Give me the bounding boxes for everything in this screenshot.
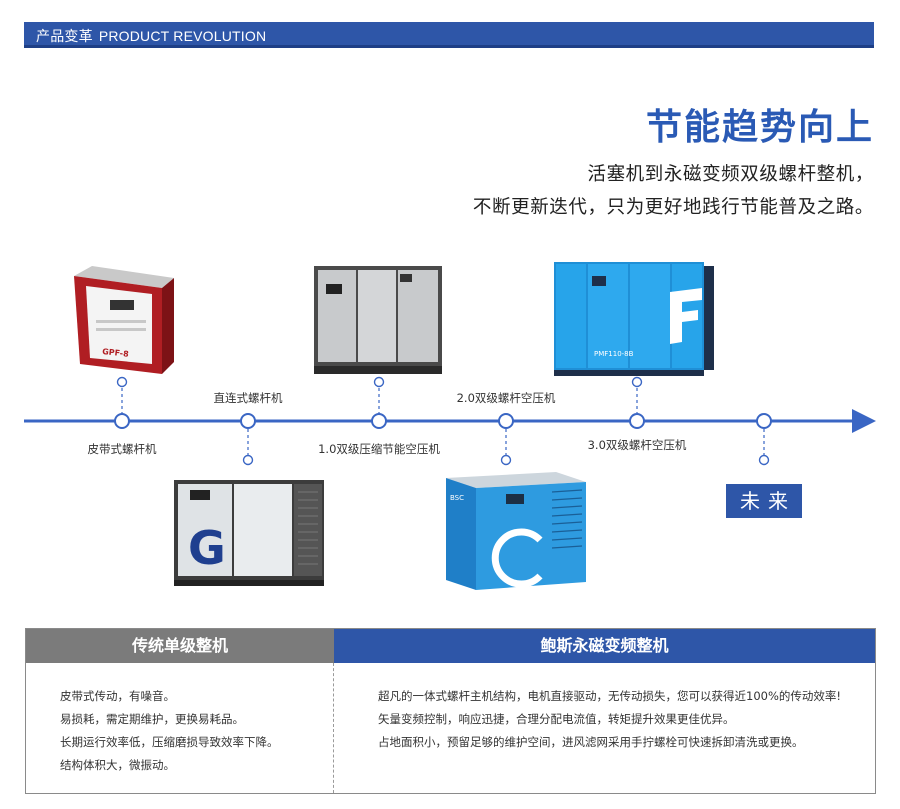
section-header-bar: 产品变革 PRODUCT REVOLUTION: [24, 22, 874, 48]
comparison-table: 传统单级整机 皮带式传动，有噪音。 易损耗，需定期维护，更换易耗品。 长期运行效…: [25, 628, 876, 794]
traditional-column-title: 传统单级整机: [26, 629, 334, 663]
baosi-column-body: 超凡的一体式螺杆主机结构，电机直接驱动，无传动损失，您可以获得近100%的传动效…: [334, 663, 875, 754]
timeline-label-2-0: 2.0双级螺杆空压机: [456, 391, 556, 405]
timeline-arrow-icon: [852, 409, 876, 433]
traditional-column-body: 皮带式传动，有噪音。 易损耗，需定期维护，更换易耗品。 长期运行效率低，压缩磨损…: [26, 663, 334, 777]
column-divider: [333, 663, 334, 793]
traditional-point-3: 长期运行效率低，压缩磨损导致效率下降。: [60, 735, 279, 749]
traditional-point-2: 易损耗，需定期维护，更换易耗品。: [60, 712, 244, 726]
traditional-point-1: 皮带式传动，有噪音。: [60, 689, 175, 703]
timeline-label-belt: 皮带式螺杆机: [87, 442, 157, 456]
baosi-column: 鲍斯永磁变频整机 超凡的一体式螺杆主机结构，电机直接驱动，无传动损失，您可以获得…: [334, 629, 875, 793]
section-title-cn: 产品变革: [36, 29, 93, 45]
baosi-column-title: 鲍斯永磁变频整机: [334, 629, 875, 663]
machine-belt-driven: GPF-8: [70, 264, 180, 380]
traditional-point-4: 结构体积大，微振动。: [60, 758, 175, 772]
section-title: 产品变革 PRODUCT REVOLUTION: [36, 26, 266, 46]
timeline-main-nodes: [114, 413, 772, 429]
machine-two-stage-1: [312, 262, 446, 378]
baosi-point-3: 占地面积小，预留足够的维护空间，进风滤网采用手拧螺栓可快速拆卸清洗或更换。: [378, 735, 804, 749]
timeline-label-direct: 直连式螺杆机: [213, 391, 283, 405]
machine-direct-drive: G: [170, 476, 330, 590]
machine-4-logo: BSC: [450, 494, 464, 502]
subtitle-line-2: 不断更新迭代，只为更好地践行节能普及之路。: [472, 197, 874, 218]
machine-1-model-label: GPF-8: [102, 347, 130, 359]
timeline-label-3-0: 3.0双级螺杆空压机: [587, 438, 687, 452]
traditional-column: 传统单级整机 皮带式传动，有噪音。 易损耗，需定期维护，更换易耗品。 长期运行效…: [26, 629, 334, 793]
section-title-en: PRODUCT REVOLUTION: [98, 28, 267, 44]
future-box: 未来: [726, 484, 802, 518]
timeline-label-1-0: 1.0双级压缩节能空压机: [318, 442, 440, 456]
machine-two-stage-2: BSC: [444, 470, 590, 596]
machine-2-logo: G: [188, 521, 226, 575]
headline: 节能趋势向上: [645, 107, 874, 148]
subtitle-line-1: 活塞机到永磁变频双级螺杆整机，: [587, 164, 874, 185]
machine-5-model-label: PMF110-8B: [594, 350, 634, 358]
machine-two-stage-3: PMF110-8B: [552, 258, 718, 378]
baosi-point-1: 超凡的一体式螺杆主机结构，电机直接驱动，无传动损失，您可以获得近100%的传动效…: [378, 689, 841, 703]
baosi-point-2: 矢量变频控制，响应迅捷，合理分配电流值，转矩提升效果更佳优异。: [378, 712, 735, 726]
